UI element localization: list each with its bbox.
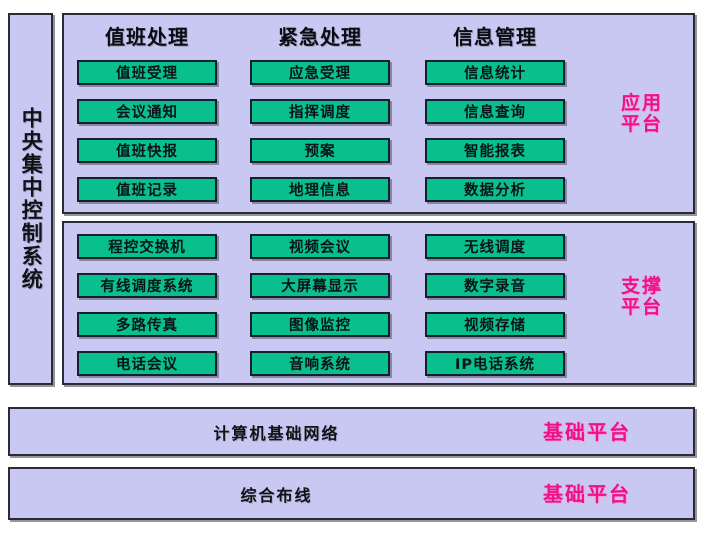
support-item-media-2[interactable]: 大屏幕显示 — [250, 273, 390, 298]
app-item-emergency-3[interactable]: 预案 — [250, 138, 390, 163]
support-item-media-4[interactable]: 音响系统 — [250, 351, 390, 376]
app-item-duty-2[interactable]: 会议通知 — [77, 99, 217, 124]
column-header-info: 信息管理 — [453, 25, 537, 49]
app-item-duty-4[interactable]: 值班记录 — [77, 177, 217, 202]
central-control-system-spine: 中央集中控制系统 — [8, 13, 53, 385]
app-item-emergency-1[interactable]: 应急受理 — [250, 60, 390, 85]
app-item-info-1[interactable]: 信息统计 — [425, 60, 565, 85]
column-header-duty: 值班处理 — [105, 25, 189, 49]
support-platform-caption-line2: 平台 — [620, 295, 663, 318]
support-item-dispatch-2[interactable]: 数字录音 — [425, 273, 565, 298]
app-item-duty-1[interactable]: 值班受理 — [77, 60, 217, 85]
application-platform-caption: 应用 平台 — [592, 93, 692, 135]
app-item-info-3[interactable]: 智能报表 — [425, 138, 565, 163]
support-item-comm-2[interactable]: 有线调度系统 — [77, 273, 217, 298]
application-column-headers: 值班处理 紧急处理 信息管理 — [64, 21, 693, 53]
support-item-comm-4[interactable]: 电话会议 — [77, 351, 217, 376]
base-platform-caption-1: 基础平台 — [543, 419, 631, 444]
base-platform-cabling-bar: 综合布线 基础平台 — [8, 467, 695, 520]
app-item-duty-3[interactable]: 值班快报 — [77, 138, 217, 163]
app-item-emergency-4[interactable]: 地理信息 — [250, 177, 390, 202]
support-item-media-1[interactable]: 视频会议 — [250, 234, 390, 259]
app-item-info-2[interactable]: 信息查询 — [425, 99, 565, 124]
base-platform-cabling-title: 综合布线 — [240, 485, 313, 505]
application-platform-caption-line2: 平台 — [620, 112, 663, 135]
support-item-comm-1[interactable]: 程控交换机 — [77, 234, 217, 259]
application-platform-caption-line1: 应用 — [620, 92, 663, 114]
support-item-dispatch-1[interactable]: 无线调度 — [425, 234, 565, 259]
app-item-info-4[interactable]: 数据分析 — [425, 177, 565, 202]
app-item-emergency-2[interactable]: 指挥调度 — [250, 99, 390, 124]
support-item-dispatch-4[interactable]: IP电话系统 — [425, 351, 565, 376]
support-platform-caption: 支撑 平台 — [592, 276, 692, 318]
support-item-media-3[interactable]: 图像监控 — [250, 312, 390, 337]
application-platform-panel: 值班处理 紧急处理 信息管理 值班受理 会议通知 值班快报 值班记录 应急受理 … — [62, 13, 695, 214]
base-platform-network-title: 计算机基础网络 — [213, 423, 340, 443]
base-platform-caption-2: 基础平台 — [543, 481, 631, 506]
column-header-emergency: 紧急处理 — [278, 25, 362, 49]
support-platform-panel: 程控交换机 有线调度系统 多路传真 电话会议 视频会议 大屏幕显示 图像监控 音… — [62, 221, 695, 385]
support-platform-caption-line1: 支撑 — [620, 275, 663, 297]
central-control-system-label: 中央集中控制系统 — [19, 107, 44, 291]
support-item-dispatch-3[interactable]: 视频存储 — [425, 312, 565, 337]
base-platform-network-bar: 计算机基础网络 基础平台 — [8, 407, 695, 456]
support-item-comm-3[interactable]: 多路传真 — [77, 312, 217, 337]
